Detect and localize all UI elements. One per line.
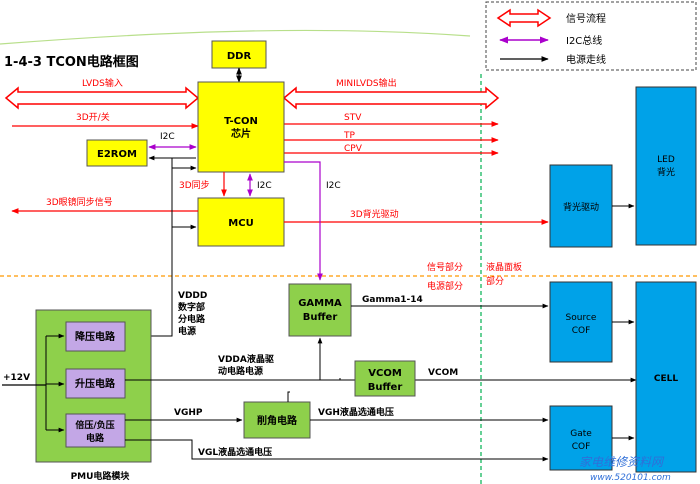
decor-swoosh [0,29,471,45]
mcu-label: MCU [228,218,253,229]
backlight-drive-block [549,164,613,248]
vcom-label: VCOM [428,368,458,378]
tcon-chip-label-1: T-CON [224,116,258,127]
source-cof-label-1: Source [566,313,597,323]
power-part-label: 电源部分 [427,280,463,292]
gate-cof-label-2: COF [572,442,591,452]
vddd-label-2: 数字部 [178,301,205,313]
buck-block [65,321,126,352]
boost-block [65,368,126,399]
e2rom-block [86,139,148,167]
i2c-e2rom-label: I2C [160,132,175,142]
gate-cof-label-1: Gate [570,429,592,439]
watermark-text: 家电维修资料网 [579,455,665,469]
tp-label: TP [343,131,355,141]
lvds-input-arrow [4,86,200,110]
minilvds-output-label: MINILVDS输出 [336,77,397,89]
multi-voltage-label-1: 倍压/负压 [75,419,114,431]
backlight-drive-label: 背光驱动 [563,201,599,213]
vgh-label: VGH液晶选通电压 [318,406,394,418]
cell-block [635,281,697,473]
signal-part-label: 信号部分 [427,261,463,273]
sync-3d-label: 3D同步 [179,180,210,191]
led-backlight-label-2: 背光 [657,166,675,178]
tcon-chip-label-2: 芯片 [231,127,251,140]
minilvds-output-arrow [282,86,500,110]
cell-label: CELL [654,374,678,384]
i2c-gamma-label: I2C [326,181,341,191]
vddd-power-line [150,158,173,337]
clip-circuit-label: 削角电路 [257,414,298,427]
tcon-chip-block [197,81,285,173]
gamma-buffer-label-1: GAMMA [298,298,342,309]
led-backlight-label-1: LED [657,155,675,165]
vcom-buffer-label-2: Buffer [368,382,403,393]
page-title: 1-4-3 TCON电路框图 [4,54,139,70]
led-backlight-block [635,86,697,246]
panel-part-label-2: 部分 [486,275,504,287]
i2c-gamma-link [284,161,323,281]
clip-to-tcon-control [287,391,290,402]
gamma-buffer-block [288,283,352,337]
legend-signal-label: 信号流程 [566,12,606,25]
e2rom-label: E2ROM [97,149,137,160]
vddd-label-4: 电源 [178,325,196,337]
i2c-mcu-label: I2C [257,181,272,191]
stv-label: STV [344,113,362,123]
vddd-label-3: 分电路 [178,313,206,325]
vdda-label-2: 动电路电源 [218,365,263,377]
v12-label: +12V [3,373,30,383]
vgl-label: VGL液晶选通电压 [198,446,272,458]
panel-part-label-1: 液晶面板 [486,261,522,273]
source-cof-label-2: COF [572,326,591,336]
glasses-sync-label: 3D眼镜同步信号 [46,196,113,208]
vcom-buffer-block [354,360,416,397]
boost-label: 升压电路 [75,377,116,390]
buck-label: 降压电路 [75,330,116,343]
vcom-buffer-label-1: VCOM [368,368,402,379]
backlight-3d-label: 3D背光驱动 [350,208,399,220]
gamma-out-label: Gamma1-14 [362,295,423,305]
lvds-input-label: LVDS输入 [82,77,123,89]
switch-3d-label: 3D开/关 [76,111,110,123]
mcu-block [197,197,285,247]
clip-circuit-block [243,401,311,439]
gamma-buffer-label-2: Buffer [303,312,338,323]
legend: 信号流程 I2C总线 电源走线 [485,1,697,71]
pmu-label: PMU电路模块 [71,470,131,482]
vddd-label-1: VDDD [178,291,207,301]
ddr-block [211,40,267,69]
legend-signal-arrow-icon [496,8,552,28]
vghp-label: VGHP [174,408,203,418]
source-cof-block [549,281,613,363]
watermark-url: www.520101.com [590,473,671,483]
multi-voltage-label-2: 电路 [86,432,105,444]
gate-cof-block [549,405,613,471]
legend-i2c-label: I2C总线 [566,34,602,47]
vgl-line [125,439,549,462]
multi-voltage-block [65,413,126,448]
ddr-label: DDR [227,51,252,62]
vdda-label-1: VDDA液晶驱 [218,353,274,365]
cpv-label: CPV [344,144,363,154]
legend-power-label: 电源走线 [566,53,606,66]
